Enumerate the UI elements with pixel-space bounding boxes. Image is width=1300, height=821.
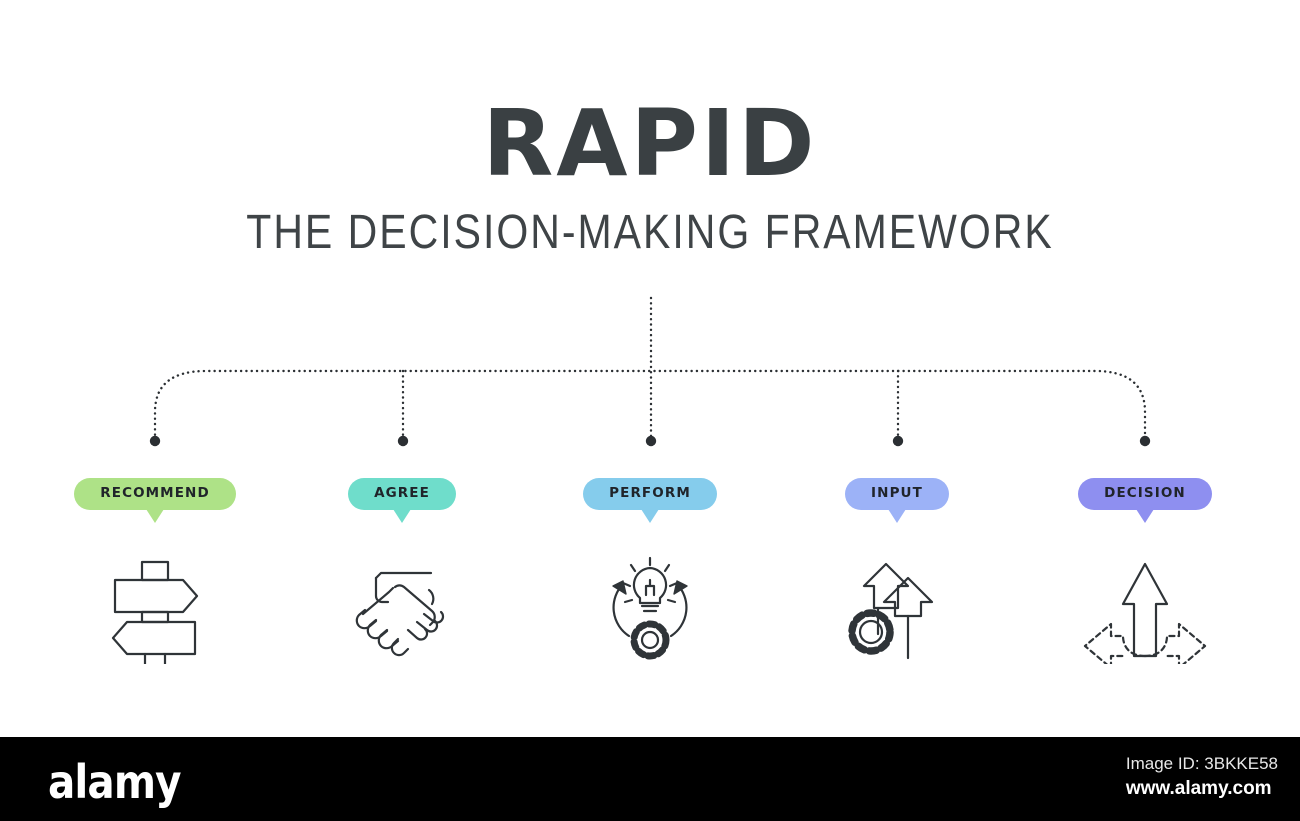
pill-tail-input (887, 508, 906, 523)
node-columns: RECOMMEND AGREE (0, 478, 1300, 708)
up-arrows-gear-icon (772, 548, 1022, 668)
alamy-logo: alamy (48, 755, 182, 809)
label-pill-agree[interactable]: AGREE (348, 478, 456, 510)
page-title: RAPID (482, 90, 818, 197)
node-recommend[interactable]: RECOMMEND (30, 478, 280, 668)
pill-tail-decision (1136, 508, 1154, 523)
handshake-icon (277, 548, 527, 668)
label-pill-decision[interactable]: DECISION (1078, 478, 1212, 510)
title-block: RAPID THE DECISION-MAKING FRAMEWORK (0, 90, 1300, 256)
label-pill-recommend[interactable]: RECOMMEND (74, 478, 236, 510)
pill-wrap-decision: DECISION (1078, 478, 1212, 523)
pill-tail-agree (393, 508, 411, 523)
pill-wrap-input: INPUT (845, 478, 949, 523)
label-pill-perform[interactable]: PERFORM (583, 478, 717, 510)
lightbulb-gear-cycle-icon (525, 548, 775, 668)
site-url-label: www.alamy.com (1125, 777, 1272, 799)
connector-bus (153, 369, 1147, 442)
signpost-icon (30, 548, 280, 668)
node-dot-input (892, 435, 904, 447)
pill-wrap-perform: PERFORM (583, 478, 717, 523)
connector-end-dots (149, 435, 1151, 447)
node-dot-recommend (149, 435, 161, 447)
page-subtitle: THE DECISION-MAKING FRAMEWORK (246, 204, 1054, 259)
three-way-arrow-icon (1020, 548, 1270, 668)
node-dot-agree (397, 435, 409, 447)
label-pill-input[interactable]: INPUT (845, 478, 949, 510)
node-perform[interactable]: PERFORM (525, 478, 775, 668)
node-decision[interactable]: DECISION (1020, 478, 1270, 668)
node-agree[interactable]: AGREE (277, 478, 527, 668)
node-dot-decision (1139, 435, 1151, 447)
footer-meta: Image ID: 3BKKE58 www.alamy.com (1126, 753, 1278, 802)
pill-tail-recommend (146, 508, 164, 523)
node-input[interactable]: INPUT (772, 478, 1022, 668)
pill-tail-perform (641, 508, 659, 523)
pill-wrap-agree: AGREE (348, 478, 456, 523)
pill-wrap-recommend: RECOMMEND (74, 478, 236, 523)
node-dot-perform (645, 435, 657, 447)
image-id-label: Image ID: 3BKKE58 (1125, 754, 1278, 773)
footer-bar: alamy Image ID: 3BKKE58 www.alamy.com (0, 737, 1300, 821)
